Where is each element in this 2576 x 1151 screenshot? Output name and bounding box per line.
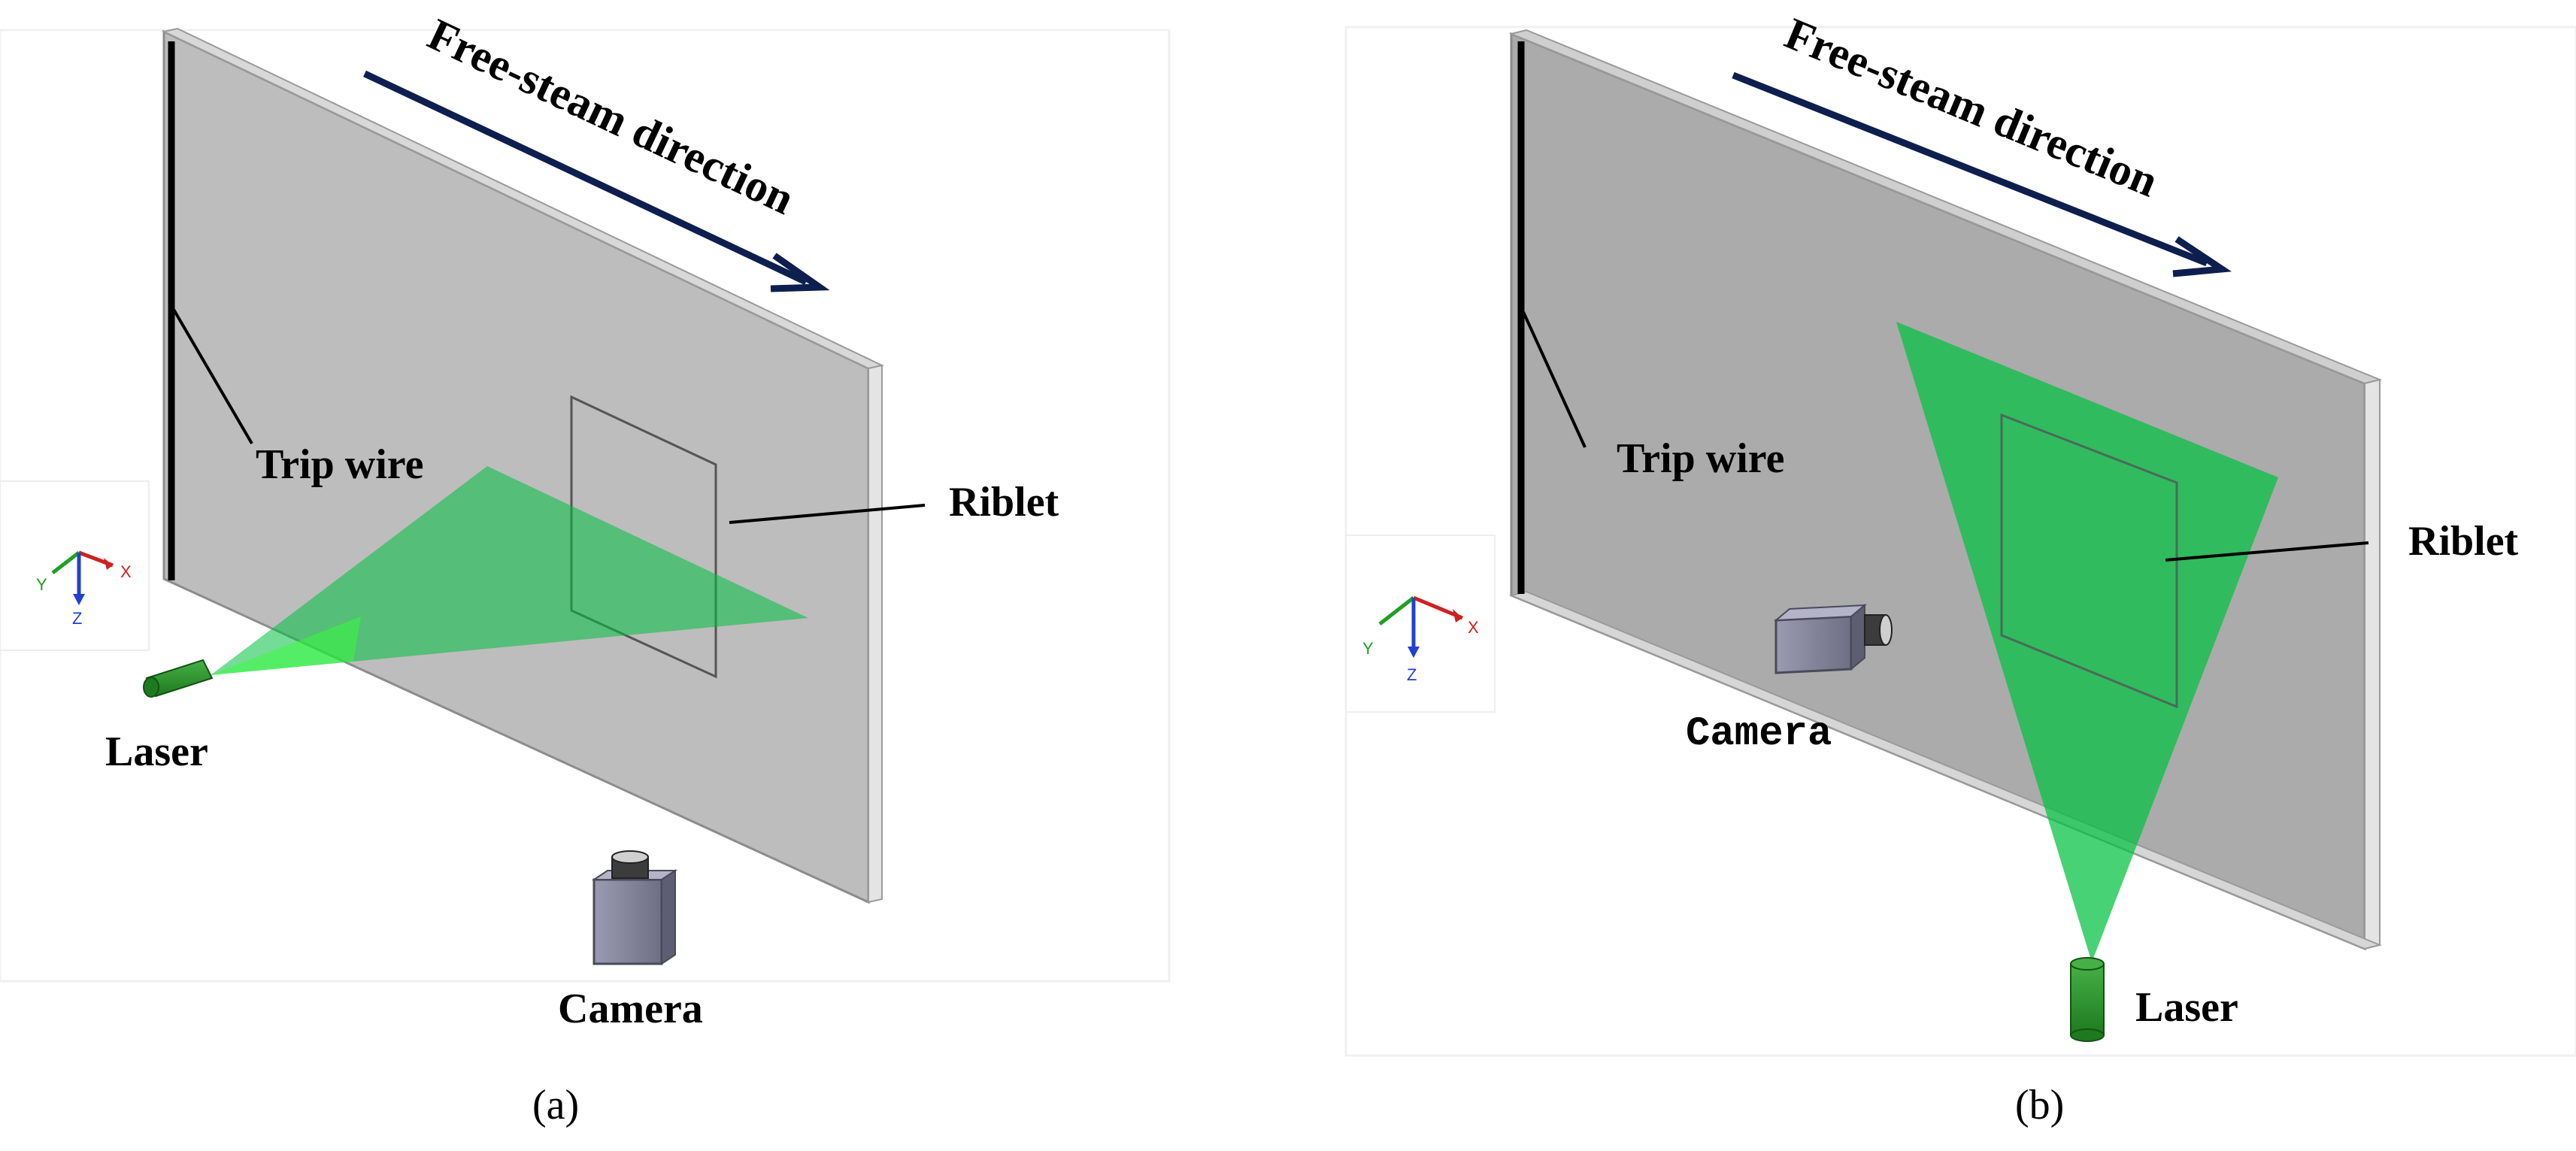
plate-b-side [2364, 378, 2381, 950]
trip-wire-leader-b [1522, 311, 1587, 448]
riblet-leader-a [729, 504, 926, 524]
plate-a-side [868, 364, 883, 904]
panel-a-frame [0, 29, 1171, 983]
trip-wire-label-b: Trip wire [1617, 435, 1784, 482]
panel-b: Free-steam direction Trip wire Riblet Ca… [1344, 8, 2576, 1128]
laser-a [143, 659, 214, 698]
riblet-label-a: Riblet [949, 479, 1059, 526]
laser-label-a: Laser [105, 728, 208, 775]
camera-a [591, 850, 678, 965]
axis-x-label-b: X [1468, 618, 1479, 637]
axis-y-label-a: Y [36, 575, 47, 594]
riblet-label-b: Riblet [2408, 518, 2519, 565]
caption-a: (a) [532, 1082, 579, 1128]
caption-b: (b) [2015, 1082, 2064, 1128]
laser-sheet-a [211, 466, 808, 675]
panel-a: Free-steam direction Trip wire Riblet La… [0, 9, 1171, 1128]
camera-label-b: Camera [1686, 711, 1832, 757]
camera-b [1774, 603, 1893, 674]
axis-y-label-b: Y [1362, 639, 1374, 658]
laser-b [2070, 957, 2105, 1042]
trip-wire-leader-a [171, 307, 253, 445]
axis-triad-b: X Y Z [1345, 535, 1496, 713]
riblet-b [2000, 413, 2178, 709]
axis-z-label-b: Z [1407, 665, 1417, 684]
axis-triad-a: X Y Z [0, 480, 150, 651]
laser-sheet-a-bright [211, 616, 361, 675]
axis-x-label-a: X [120, 562, 132, 581]
flow-arrow-b [1732, 71, 2232, 277]
axis-z-label-a: Z [72, 609, 82, 628]
riblet-leader-b [2165, 541, 2369, 562]
camera-label-a: Camera [558, 986, 703, 1032]
laser-sheet-b [1896, 322, 2278, 962]
laser-label-b: Laser [2135, 984, 2238, 1031]
trip-wire-label-a: Trip wire [256, 441, 423, 488]
flow-arrow-a [363, 70, 830, 292]
